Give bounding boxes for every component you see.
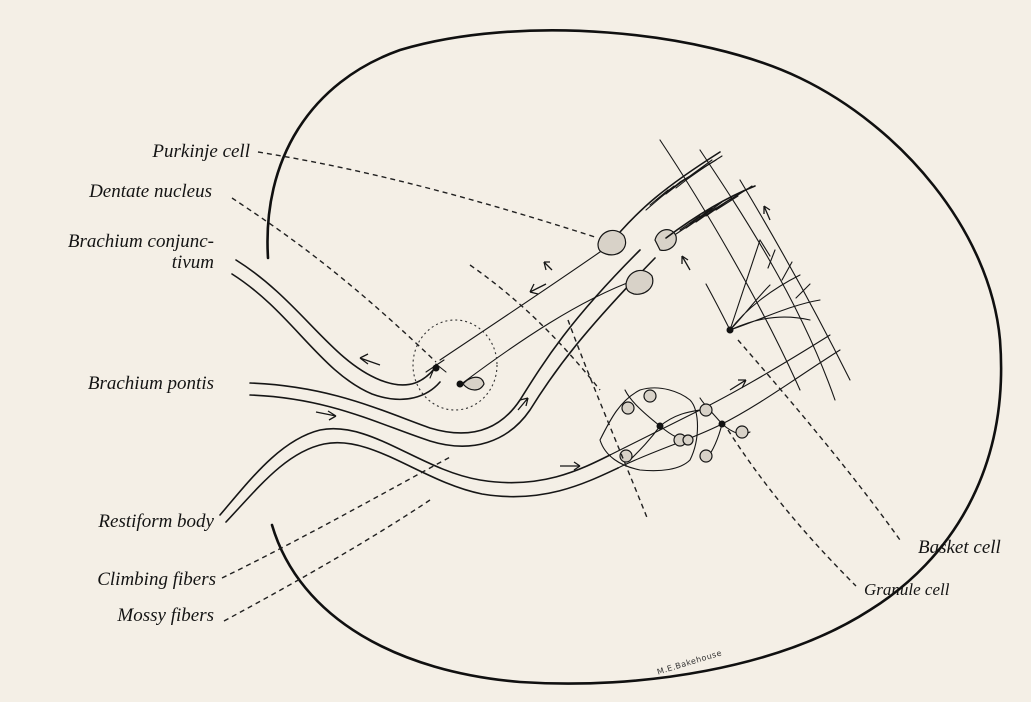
label-climbing-fibers: Climbing fibers xyxy=(20,570,216,590)
label-granule-cell: Granule cell xyxy=(864,580,949,600)
parallel-fiber-2 xyxy=(700,150,835,400)
label-dentate-nucleus: Dentate nucleus xyxy=(40,182,212,202)
parallel-fiber-3 xyxy=(740,180,850,380)
leader-purkinje xyxy=(258,152,598,238)
mossy-fiber-path-2 xyxy=(618,350,840,468)
direction-arrows xyxy=(316,206,770,470)
dentate-nucleus-region xyxy=(413,320,497,410)
purkinje-dendrites-2 xyxy=(666,186,755,238)
leader-basket xyxy=(738,340,900,540)
label-mossy-fibers: Mossy fibers xyxy=(20,606,214,626)
purkinje-cell-1 xyxy=(598,230,626,254)
leader-granule xyxy=(728,430,856,586)
purkinje-axon-2 xyxy=(460,280,635,385)
label-purkinje-cell: Purkinje cell xyxy=(90,142,250,162)
brachium-conjunctivum-tract xyxy=(236,260,435,385)
mossy-fiber-path xyxy=(610,335,830,455)
dentate-neuron-1-body xyxy=(433,365,440,372)
label-brachium-pontis: Brachium pontis xyxy=(20,374,214,394)
purkinje-cell-2 xyxy=(626,270,653,294)
basket-cell xyxy=(706,240,820,334)
brachium-pontis-tract xyxy=(250,250,640,433)
restiform-body-tract xyxy=(220,429,610,515)
leader-basket-2 xyxy=(568,320,648,520)
label-brachium-conjunctivum-line1: Brachium conjunc- xyxy=(4,232,214,252)
dentate-neuron-2-dendrite xyxy=(463,377,484,390)
label-basket-cell: Basket cell xyxy=(918,538,1001,558)
label-restiform-body: Restiform body xyxy=(20,512,214,532)
restiform-body-tract-inner xyxy=(226,443,618,522)
leader-mossy xyxy=(224,500,430,621)
purkinje-dendrites-1 xyxy=(620,152,722,232)
label-brachium-conjunctivum-line2: tivum xyxy=(4,253,214,273)
